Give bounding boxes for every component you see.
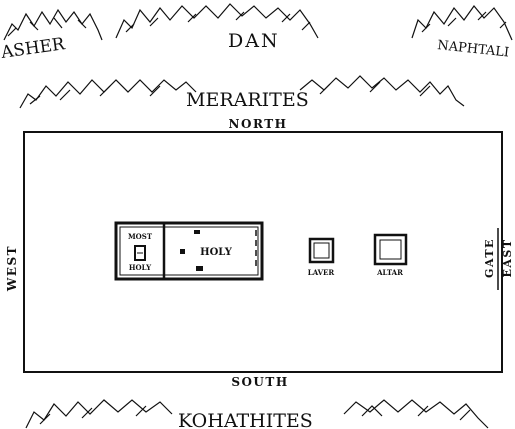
- tabernacle-outline: [114, 221, 264, 281]
- camp-band-naphtali: [411, 5, 513, 41]
- holy-label: HOLY: [200, 247, 233, 258]
- altar-inner: [379, 239, 402, 260]
- most-holy-label-bottom: HOLY: [129, 263, 152, 272]
- camp-label-naphtali: NAPHTALI: [437, 38, 510, 60]
- camp-band-dan: [115, 3, 319, 39]
- direction-gate: GATE: [483, 238, 496, 278]
- lampstand-icon: [194, 230, 200, 234]
- camp-band-merarites: [19, 75, 465, 109]
- camp-label-dan: DAN: [228, 30, 280, 52]
- direction-south: SOUTH: [231, 375, 288, 389]
- showbread-table-icon: [196, 266, 203, 271]
- tabernacle-inner: [119, 226, 259, 276]
- altar-icon: [373, 233, 408, 266]
- camp-label-kohathites: KOHATHITES: [178, 410, 313, 429]
- camp-band-kohathites: [25, 399, 489, 429]
- direction-north: NORTH: [229, 117, 288, 131]
- laver-icon: [308, 237, 335, 264]
- camp-label-merarites: MERARITES: [186, 89, 309, 111]
- court-boundary: [23, 131, 503, 373]
- laver-inner: [313, 242, 330, 259]
- altar-label: ALTAR: [376, 268, 403, 277]
- direction-west: WEST: [5, 245, 19, 292]
- incense-altar-icon: [180, 249, 185, 254]
- most-holy-label-top: MOST: [128, 232, 153, 241]
- direction-east: EAST: [501, 238, 514, 277]
- camp-label-asher: ASHER: [0, 34, 67, 63]
- camp-band-asher: [3, 8, 103, 41]
- laver-label: LAVER: [308, 268, 335, 277]
